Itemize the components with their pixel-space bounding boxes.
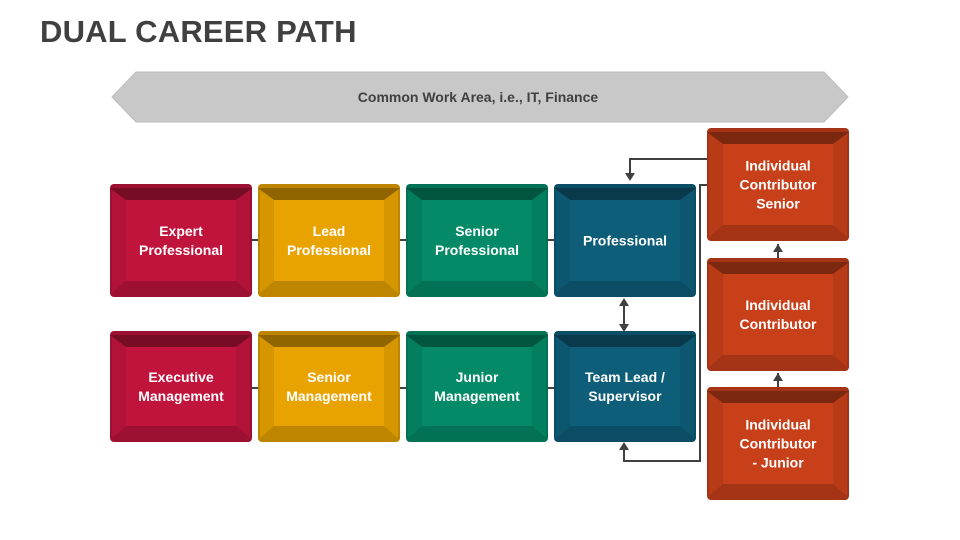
box-label-line: Professional [583, 233, 667, 249]
arrowhead-down [619, 324, 629, 332]
arrowheads [619, 173, 783, 450]
box-label-line: Professional [139, 242, 223, 258]
box-bevel-right [833, 134, 847, 237]
professional-box: Professional [554, 184, 696, 297]
box-bevel-left [260, 337, 274, 438]
box-face [723, 144, 833, 225]
box-bevel-top [258, 188, 400, 200]
box-bevel-top [554, 335, 696, 347]
box-bevel-right [532, 337, 546, 438]
box-bevel-left [112, 337, 126, 438]
box-bevel-right [236, 190, 250, 293]
box-bevel-left [709, 393, 723, 496]
box-bevel-left [260, 190, 274, 293]
box-bevel-right [833, 393, 847, 496]
box-label-line: Individual [745, 417, 810, 433]
box-bevel-top [258, 335, 400, 347]
box-bevel-top [110, 188, 252, 200]
double-arrow-shape [111, 71, 849, 123]
box-label-line: Individual [745, 297, 810, 313]
box-bevel-right [680, 337, 694, 438]
box-label-line: Supervisor [588, 388, 662, 404]
box-label-line: Senior [455, 223, 499, 239]
box-bevel-top [707, 262, 849, 274]
box-bevel-left [112, 190, 126, 293]
box-label-line: Lead [313, 223, 346, 239]
arrowhead-up [619, 298, 629, 306]
box-label-line: Management [286, 388, 372, 404]
box-face [422, 200, 532, 281]
arrowhead-up [619, 442, 629, 450]
box-bevel-top [707, 132, 849, 144]
box-bevel-top [406, 188, 548, 200]
box-bevel-top [554, 188, 696, 200]
box-face [570, 200, 680, 281]
connector-line [629, 158, 708, 174]
box-label-line: Individual [745, 158, 810, 174]
box-face [723, 403, 833, 484]
box-label-line: Executive [148, 369, 214, 385]
box-bevel-top [110, 335, 252, 347]
box-bevel-right [680, 190, 694, 293]
box-label-line: Contributor [740, 316, 818, 332]
box-label-line: Management [434, 388, 520, 404]
box-label-line: - Junior [752, 455, 804, 471]
box-face [274, 347, 384, 426]
box-bevel-right [833, 264, 847, 367]
connectors [252, 158, 779, 462]
box-label-line: Junior [456, 369, 499, 385]
box-bevel-right [384, 337, 398, 438]
team-lead-supervisor-box: Team Lead / Supervisor [554, 331, 696, 442]
box-bevel-left [556, 337, 570, 438]
box-bevel-right [532, 190, 546, 293]
box-face [723, 274, 833, 355]
box-bevel-top [406, 335, 548, 347]
box-label-line: Professional [435, 242, 519, 258]
common-work-area-banner: Common Work Area, i.e., IT, Finance [111, 71, 849, 123]
page-title: DUAL CAREER PATH [40, 14, 357, 49]
banner-label: Common Work Area, i.e., IT, Finance [358, 89, 599, 105]
box-bevel-right [236, 337, 250, 438]
arrowhead-up [773, 244, 783, 252]
box-face [274, 200, 384, 281]
box-face [422, 347, 532, 426]
box-bevel-left [709, 134, 723, 237]
box-face [126, 347, 236, 426]
box-bevel-left [556, 190, 570, 293]
box-label-line: Senior [756, 196, 800, 212]
box-label-line: Professional [287, 242, 371, 258]
career-boxes: ExpertProfessionalLeadProfessionalSenior… [110, 128, 849, 500]
box-bevel-left [408, 190, 422, 293]
box-label-line: Team Lead / [585, 369, 665, 385]
arrowhead-up [773, 373, 783, 381]
connector-line [623, 184, 708, 462]
box-label-line: Contributor [740, 177, 818, 193]
box-bevel-right [384, 190, 398, 293]
box-face [126, 200, 236, 281]
box-bevel-left [709, 264, 723, 367]
box-bevel-top [707, 391, 849, 403]
box-bevel-left [408, 337, 422, 438]
arrowhead-down [625, 173, 635, 181]
box-label-line: Management [138, 388, 224, 404]
box-label-line: Senior [307, 369, 351, 385]
box-label-line: Contributor [740, 436, 818, 452]
box-face [570, 347, 680, 426]
box-label-line: Expert [159, 223, 203, 239]
